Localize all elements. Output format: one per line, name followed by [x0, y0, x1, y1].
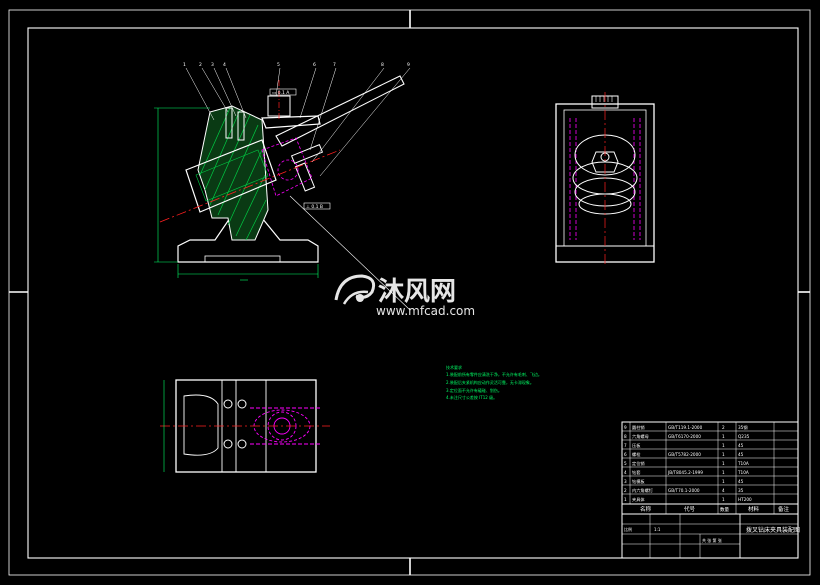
- svg-text:GB/T5782-2000: GB/T5782-2000: [668, 452, 701, 457]
- part-no-9: 9: [407, 62, 410, 68]
- svg-text:螺栓: 螺栓: [632, 451, 641, 458]
- fixture-body-section: [197, 105, 269, 241]
- svg-text:材料: 材料: [748, 505, 760, 513]
- svg-text:数量: 数量: [720, 506, 729, 513]
- sheet-frame: [8, 9, 811, 576]
- watermark-en: www.mfcad.com: [376, 304, 475, 318]
- scale-value: 1:1: [654, 527, 661, 532]
- drill-plate: [261, 115, 321, 129]
- clamp-bolt: [290, 144, 324, 192]
- svg-text:4: 4: [624, 470, 627, 475]
- part-no-2: 2: [199, 62, 202, 68]
- svg-text:压板: 压板: [632, 442, 641, 449]
- side-view: [555, 92, 655, 266]
- svg-text:名称: 名称: [640, 505, 652, 513]
- base-slot: [204, 255, 281, 263]
- part-no-5: 5: [277, 62, 280, 68]
- svg-text:1: 1: [722, 479, 725, 484]
- svg-text:1: 1: [722, 443, 725, 448]
- svg-text:35: 35: [738, 488, 744, 493]
- svg-text:1: 1: [722, 461, 725, 466]
- part-number-labels: 1 2 3 4 5 6 7 8 9: [183, 62, 410, 68]
- svg-text:夹具体: 夹具体: [632, 496, 645, 503]
- svg-text:备注: 备注: [778, 505, 790, 513]
- svg-text:Q235: Q235: [738, 434, 750, 439]
- arbor-hatch: [195, 149, 269, 202]
- svg-text:1: 1: [722, 434, 725, 439]
- svg-text:圆柱销: 圆柱销: [632, 424, 645, 431]
- svg-text:GB/T70.1-2000: GB/T70.1-2000: [668, 488, 700, 493]
- svg-text:定位销: 定位销: [632, 460, 645, 467]
- parts-rows: 9 圆柱销 GB/T119.1-2000 2 35钢 8 六角螺母 GB/T61…: [624, 424, 752, 503]
- svg-text:45: 45: [738, 452, 744, 457]
- svg-text:钻套: 钻套: [632, 469, 641, 476]
- notes-line-2: 2.装配后夹紧机构应动作灵活可靠，无卡滞现象。: [446, 379, 534, 385]
- svg-text:▭ 0.1 A: ▭ 0.1 A: [272, 90, 290, 96]
- svg-text:1: 1: [722, 497, 725, 502]
- part-no-1: 1: [183, 62, 186, 68]
- sheet-label: 共 张 第 张: [702, 537, 722, 543]
- svg-text:9: 9: [624, 425, 627, 430]
- part-no-6: 6: [313, 62, 316, 68]
- svg-text:内六角螺钉: 内六角螺钉: [632, 487, 654, 494]
- svg-text:T10A: T10A: [737, 470, 749, 475]
- axis-center-line: [159, 149, 341, 223]
- svg-text:⊥ 0.1 B: ⊥ 0.1 B: [306, 204, 323, 210]
- notes-line-3: 3.定位面不允许有磕碰、划伤。: [446, 387, 502, 393]
- front-dimensions: [154, 107, 319, 281]
- part-no-8: 8: [381, 62, 384, 68]
- notes-line-4: 4.未注尺寸公差按 IT12 级。: [446, 394, 497, 400]
- svg-text:六角螺母: 六角螺母: [632, 433, 649, 440]
- svg-text:2: 2: [624, 488, 627, 493]
- body-hatching: [199, 107, 267, 241]
- scale-label: 比例: [624, 526, 632, 532]
- svg-text:JB/T8045.2-1999: JB/T8045.2-1999: [667, 470, 703, 475]
- part-no-3: 3: [211, 62, 214, 68]
- parts-header: 名称 代号 数量 材料 备注: [622, 504, 798, 515]
- parts-list: 9 圆柱销 GB/T119.1-2000 2 35钢 8 六角螺母 GB/T61…: [621, 421, 799, 559]
- svg-text:代号: 代号: [684, 505, 696, 513]
- mfcad-logo-icon: [334, 274, 376, 305]
- svg-text:GB/T6170-2000: GB/T6170-2000: [668, 434, 701, 439]
- workpiece-fork: [261, 137, 313, 197]
- svg-text:3: 3: [624, 479, 627, 484]
- side-hidden-lines: [569, 118, 641, 240]
- tolerance-frame-2: ⊥ 0.1 B: [303, 202, 331, 210]
- svg-text:35钢: 35钢: [738, 424, 748, 431]
- svg-text:5: 5: [624, 461, 627, 466]
- svg-text:HT200: HT200: [738, 497, 752, 502]
- svg-text:7: 7: [624, 443, 627, 448]
- svg-text:1: 1: [722, 470, 725, 475]
- title-block: 拨叉钻床夹具装配图 比例 1:1 共 张 第 张: [622, 514, 800, 558]
- tolerance-frame-1: ▭ 0.1 A: [269, 88, 297, 96]
- svg-text:45: 45: [738, 479, 744, 484]
- part-no-4: 4: [223, 62, 226, 68]
- svg-text:1: 1: [722, 452, 725, 457]
- inclined-arbor: [185, 139, 277, 213]
- svg-text:GB/T119.1-2000: GB/T119.1-2000: [668, 425, 703, 430]
- top-view: [160, 379, 330, 473]
- clamp-arm: [275, 75, 405, 147]
- svg-text:45: 45: [738, 443, 744, 448]
- part-no-7: 7: [333, 62, 336, 68]
- front-view-assembly: ▭ 0.1 A ⊥ 0.1 B 1 2 3 4 5 6 7 8 9: [154, 62, 411, 311]
- drawing-title: 拨叉钻床夹具装配图: [746, 526, 800, 534]
- svg-text:2: 2: [722, 425, 725, 430]
- technical-notes: 技术要求 1.装配前所有零件应清洗干净，不允许有毛刺、飞边。 2.装配后夹紧机构…: [446, 364, 542, 400]
- svg-text:8: 8: [624, 434, 627, 439]
- watermark-cn: 沐风网: [378, 277, 456, 307]
- mfcad-watermark: 沐风网 www.mfcad.com: [334, 274, 475, 318]
- notes-title: 技术要求: [446, 364, 462, 370]
- svg-text:6: 6: [624, 452, 627, 457]
- svg-text:1: 1: [624, 497, 627, 502]
- screws-top: [225, 107, 245, 141]
- svg-text:钻模板: 钻模板: [632, 478, 645, 485]
- svg-text:T10A: T10A: [737, 461, 749, 466]
- notes-line-1: 1.装配前所有零件应清洗干净，不允许有毛刺、飞边。: [446, 371, 542, 377]
- part-callouts: [185, 67, 411, 177]
- svg-text:4: 4: [722, 488, 725, 493]
